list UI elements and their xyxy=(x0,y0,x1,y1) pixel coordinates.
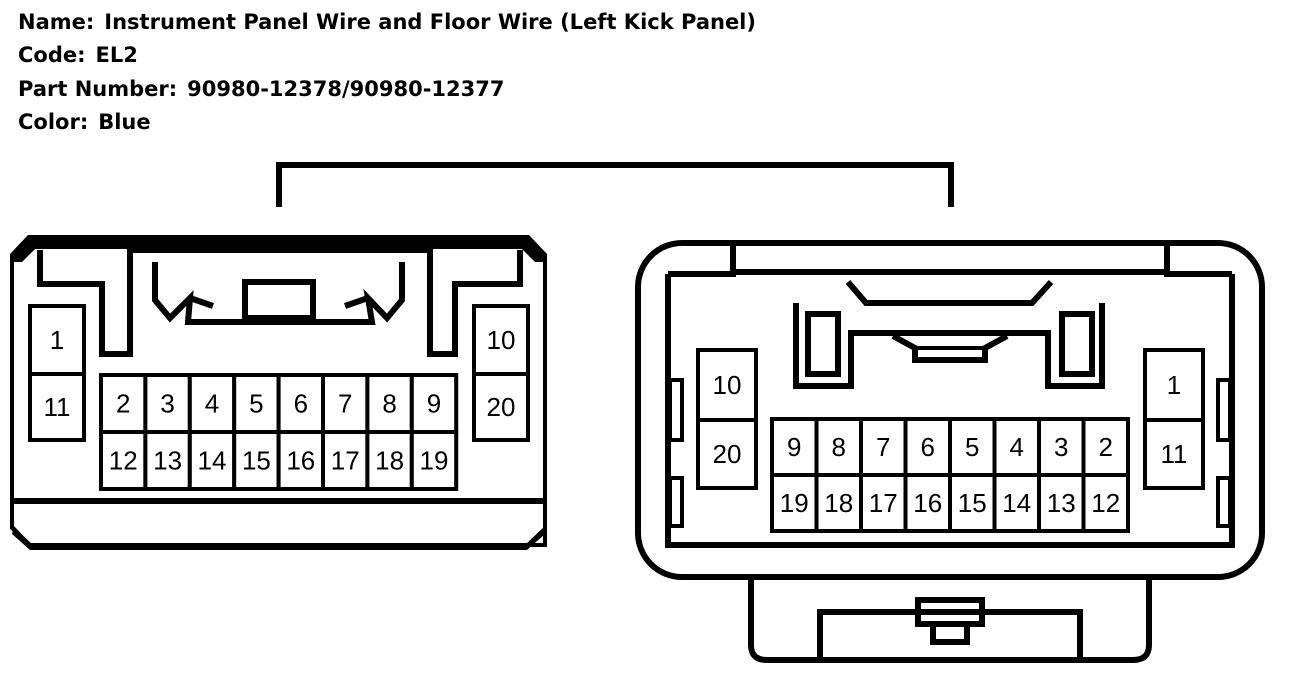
right-pin-label: 6 xyxy=(921,432,935,462)
left-pin-18-cell xyxy=(365,430,414,491)
right-pin-label: 18 xyxy=(824,488,853,518)
left-pin-19-cell xyxy=(409,430,459,491)
right-housing-lip xyxy=(845,279,1054,306)
color-value: Blue xyxy=(98,110,151,134)
right-latch-slot-left xyxy=(805,311,841,377)
left-pin-label: 10 xyxy=(487,325,516,355)
left-pin-label: 1 xyxy=(50,325,64,355)
right-latch-tab xyxy=(891,333,1009,363)
left-pin-label: 3 xyxy=(160,389,174,419)
left-pin-label: 7 xyxy=(338,389,352,419)
name-value: Instrument Panel Wire and Floor Wire (Le… xyxy=(104,10,756,34)
right-pin-2-cell xyxy=(1081,417,1130,477)
left-pin-label: 6 xyxy=(294,389,308,419)
right-pin-label: 19 xyxy=(780,488,809,518)
right-lower-latch-stem xyxy=(930,621,970,645)
right-pin-label: 7 xyxy=(876,432,890,462)
left-pin-label: 14 xyxy=(198,446,227,476)
right-pin-label: 4 xyxy=(1010,432,1024,462)
right-pin-label: 9 xyxy=(787,432,801,462)
left-pin-label: 8 xyxy=(382,389,396,419)
right-pin-label: 16 xyxy=(913,488,942,518)
left-pin-label: 18 xyxy=(375,446,404,476)
name-line: Name: Instrument Panel Wire and Floor Wir… xyxy=(18,12,756,33)
left-pin-label: 19 xyxy=(420,446,449,476)
right-side-rib-right-top xyxy=(1216,378,1232,442)
right-pin-label: 3 xyxy=(1054,432,1068,462)
right-pin-11-cell xyxy=(1143,418,1205,490)
left-pin-label: 13 xyxy=(153,446,182,476)
right-pin-label: 8 xyxy=(832,432,846,462)
right-latch-slot-right xyxy=(1059,311,1095,377)
right-pin-14-cell xyxy=(992,473,1041,533)
left-pin-20-cell xyxy=(472,372,530,442)
code-value: EL2 xyxy=(95,43,138,67)
right-pin-12-cell xyxy=(1081,473,1130,533)
left-pin-label: 11 xyxy=(44,392,71,422)
right-latch-bay xyxy=(793,303,1105,389)
left-pin-15-cell xyxy=(232,430,281,491)
right-pin-label: 2 xyxy=(1099,432,1113,462)
left-pin-1-cell xyxy=(28,304,86,376)
code-line: Code: EL2 xyxy=(18,45,138,66)
right-pin-4-cell xyxy=(992,417,1041,477)
right-pin-13-cell xyxy=(1037,473,1086,533)
right-pin-label: 11 xyxy=(1161,439,1188,469)
right-side-rib-left-top xyxy=(668,378,684,442)
left-pin-label: 15 xyxy=(242,446,271,476)
name-label: Name: xyxy=(18,10,95,34)
left-pin-16-cell xyxy=(276,430,326,491)
left-housing-bottom-rim xyxy=(12,526,545,550)
left-pin-label: 16 xyxy=(286,446,315,476)
right-pin-label: 15 xyxy=(958,488,987,518)
right-pin-label: 17 xyxy=(869,488,898,518)
left-pin-10-cell xyxy=(472,304,530,376)
left-latch-lip-left xyxy=(189,295,214,309)
left-housing-notch xyxy=(37,247,523,357)
right-lower-latch-housing xyxy=(748,577,1152,663)
right-pin-label: 13 xyxy=(1047,488,1076,518)
left-pin-label: 4 xyxy=(205,389,219,419)
left-pin-label: 9 xyxy=(427,389,441,419)
part-number-label: Part Number: xyxy=(18,77,178,101)
left-pin-label: 17 xyxy=(331,446,360,476)
left-pin-label: 20 xyxy=(487,392,516,422)
left-pin-label: 2 xyxy=(116,389,130,419)
mating-bracket xyxy=(276,162,954,207)
left-housing-base-line xyxy=(14,498,544,504)
right-pin-18-cell xyxy=(814,473,863,533)
right-pin-label: 1 xyxy=(1167,370,1181,400)
right-housing-outline xyxy=(635,240,1265,580)
left-pin-9-cell xyxy=(409,373,459,434)
left-pin-11-cell xyxy=(28,372,86,442)
right-pin-label: 5 xyxy=(965,432,979,462)
right-pin-label: 14 xyxy=(1002,488,1031,518)
right-pin-label: 12 xyxy=(1091,488,1120,518)
right-pin-label: 20 xyxy=(713,439,742,469)
right-pin-20-cell xyxy=(696,418,758,490)
left-pin-label: 5 xyxy=(249,389,263,419)
right-lower-latch-frame xyxy=(817,609,1083,660)
right-housing-top-notch-left xyxy=(668,244,736,277)
left-latch-tab xyxy=(242,279,316,321)
right-side-rib-left-bottom xyxy=(668,476,684,528)
right-side-rib-right-bottom xyxy=(1216,476,1232,528)
right-pin-1-cell xyxy=(1143,348,1205,422)
right-housing-top-notch-right xyxy=(1164,244,1232,277)
left-latch-lip-right xyxy=(344,295,369,309)
code-label: Code: xyxy=(18,43,86,67)
part-number-value: 90980-12378/90980-12377 xyxy=(187,77,505,101)
color-line: Color: Blue xyxy=(18,112,151,133)
part-number-line: Part Number: 90980-12378/90980-12377 xyxy=(18,79,504,100)
color-label: Color: xyxy=(18,110,89,134)
left-pin-label: 12 xyxy=(109,446,138,476)
right-pin-label: 10 xyxy=(713,370,742,400)
left-latch-cutout xyxy=(152,262,405,325)
